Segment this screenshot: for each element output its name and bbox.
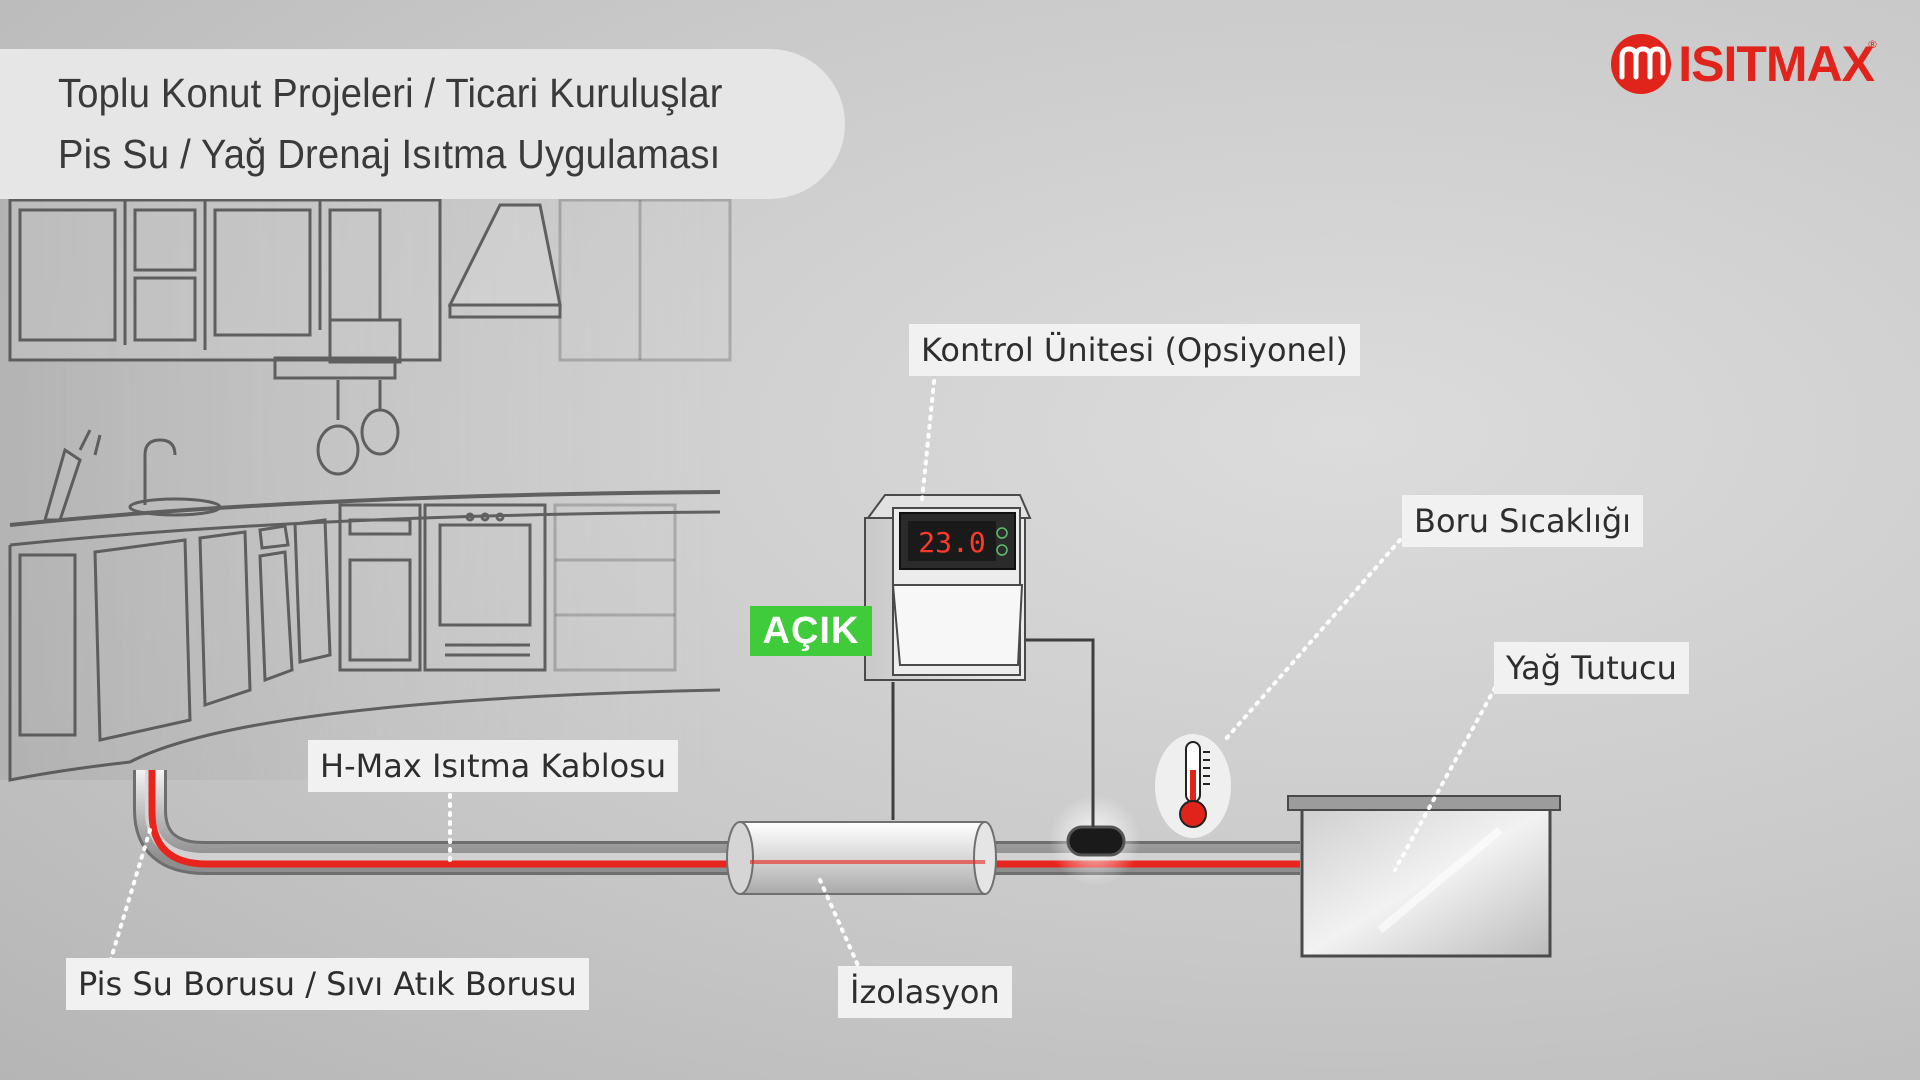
brand-logo: ISITMAX ® (1610, 32, 1878, 96)
grease-trap (1287, 795, 1561, 958)
brand-registered: ® (1867, 38, 1878, 51)
label-insulation: İzolasyon (838, 966, 1012, 1018)
heating-cable (148, 770, 1300, 868)
label-grease-trap: Yağ Tutucu (1494, 642, 1689, 694)
title-line-1: Toplu Konut Projeleri / Ticari Kuruluşla… (58, 70, 723, 116)
controller-display: 23.0 (918, 526, 985, 559)
status-badge: AÇIK (750, 606, 872, 656)
title-line-2: Pis Su / Yağ Drenaj Isıtma Uygulaması (58, 131, 721, 177)
sensor-clamp (1049, 794, 1141, 886)
title-banner: Toplu Konut Projeleri / Ticari Kuruluşla… (0, 49, 845, 199)
leader-lines (108, 370, 1497, 972)
thermometer-icon (1155, 734, 1231, 838)
brand-mark-icon (1611, 34, 1672, 94)
label-pipe-temperature: Boru Sıcaklığı (1402, 495, 1644, 547)
label-heating-cable: H-Max Isıtma Kablosu (308, 740, 679, 792)
brand-name: ISITMAX (1678, 36, 1875, 92)
kitchen-illustration (0, 190, 732, 782)
control-unit (864, 494, 1032, 681)
label-control-unit: Kontrol Ünitesi (Opsiyonel) (909, 324, 1360, 376)
label-sewage-pipe: Pis Su Borusu / Sıvı Atık Borusu (66, 958, 589, 1010)
insulation-sleeve (726, 821, 997, 895)
controller-wires (891, 638, 1095, 827)
